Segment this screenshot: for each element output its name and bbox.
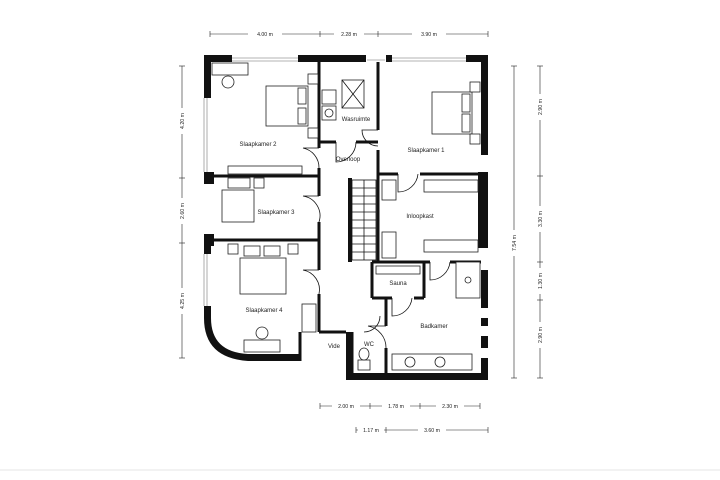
dim-left-2: 2.60 m — [180, 203, 186, 219]
dimension-bottom-2: 1.17 m 3.60 m — [355, 425, 489, 434]
label-wc: WC — [364, 342, 375, 348]
dim-left-1: 4.20 m — [180, 113, 186, 129]
label-sauna: Sauna — [389, 281, 407, 287]
doors — [302, 129, 451, 349]
dim-bottom-3: 2.30 m — [442, 404, 458, 410]
label-slaapkamer-3: Slaapkamer 3 — [257, 210, 295, 216]
dim-top-3: 3.90 m — [421, 32, 437, 38]
dim-left-3: 4.25 m — [180, 293, 186, 309]
dimension-left: 4.20 m 2.60 m 4.25 m — [177, 65, 187, 359]
label-slaapkamer-2: Slaapkamer 2 — [239, 142, 277, 148]
label-wasruimte: Wasruimte — [342, 117, 371, 123]
dim-right-4: 2.90 m — [538, 327, 544, 343]
dim-bottom-1: 2.00 m — [338, 404, 354, 410]
dim-right-outer: 7.54 m — [512, 235, 518, 251]
staircase — [348, 178, 377, 262]
label-overloop: Overloop — [336, 157, 361, 163]
label-slaapkamer-4: Slaapkamer 4 — [245, 308, 283, 314]
dimension-bottom-1: 2.00 m 1.78 m 2.30 m — [319, 401, 481, 410]
windows — [203, 57, 466, 306]
dim-top-2: 2.28 m — [341, 32, 357, 38]
dim-right-2: 3.30 m — [538, 211, 544, 227]
furniture — [211, 62, 481, 371]
dim-bottom2-1: 1.17 m — [363, 428, 379, 434]
exterior-walls — [204, 55, 488, 380]
dim-top-1: 4.00 m — [257, 32, 273, 38]
dim-bottom-2: 1.78 m — [388, 404, 404, 410]
label-slaapkamer-1: Slaapkamer 1 — [407, 148, 445, 154]
room-labels: Wasruimte Slaapkamer 2 Overloop Slaapkam… — [239, 117, 447, 350]
label-badkamer: Badkamer — [420, 324, 447, 330]
dim-right-3: 1.30 m — [538, 273, 544, 289]
label-vide: Vide — [328, 344, 341, 350]
interior-walls — [214, 62, 481, 373]
dim-right-1: 2.90 m — [538, 99, 544, 115]
dimension-right: 2.90 m 3.30 m 1.30 m 2.90 m 7.54 m — [509, 65, 545, 379]
label-inloopkast: Inloopkast — [406, 214, 434, 220]
dim-bottom2-2: 3.60 m — [424, 428, 440, 434]
dimension-top: 4.00 m 2.28 m 3.90 m — [209, 29, 489, 38]
